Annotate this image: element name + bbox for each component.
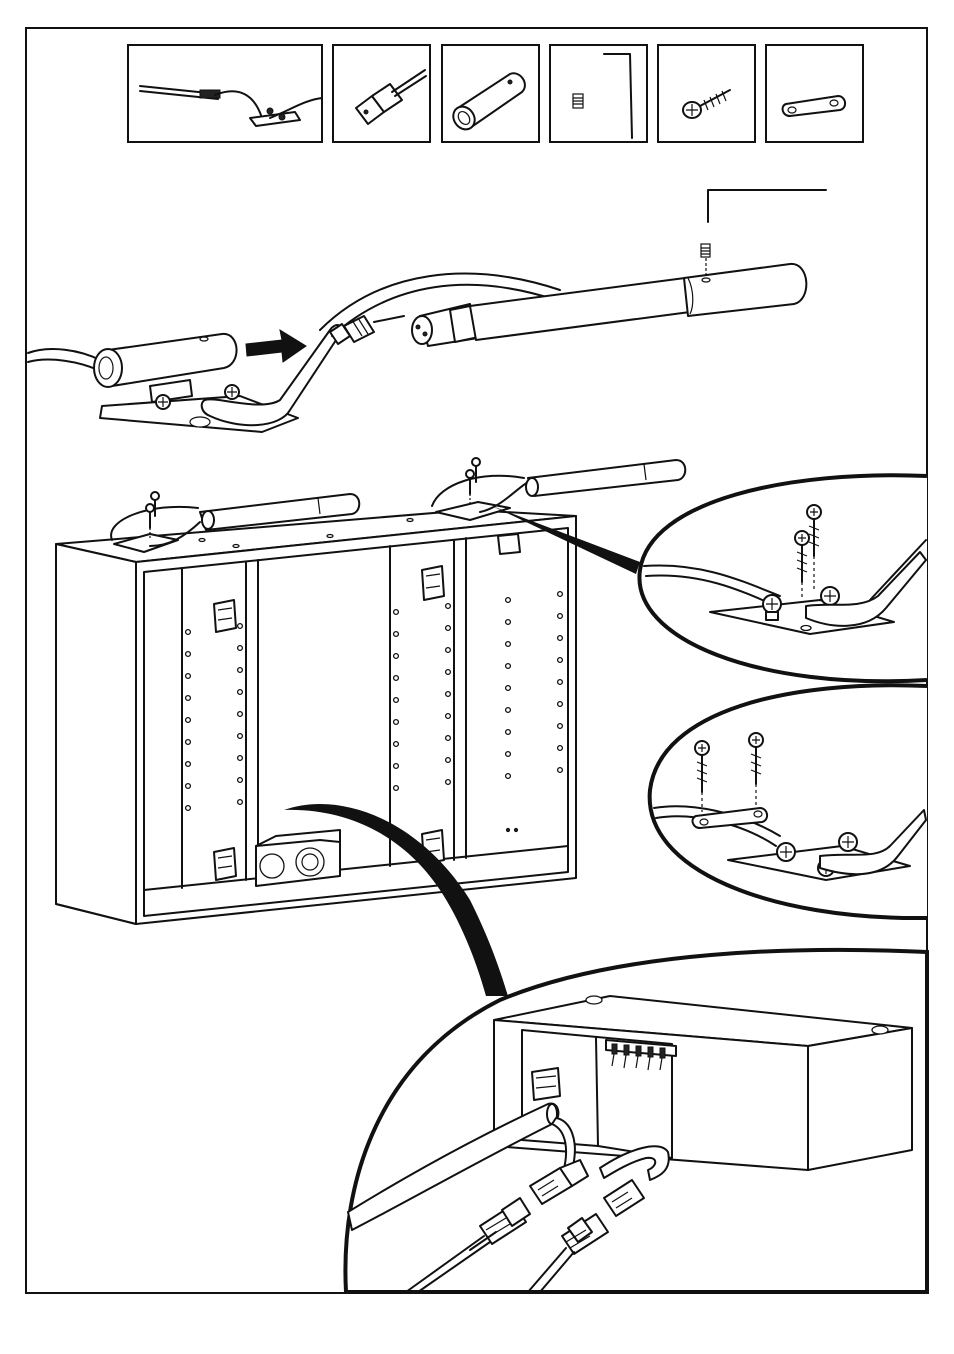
part-box-wood-screw — [657, 44, 756, 143]
mini-screws-right — [465, 457, 481, 506]
hinge-icons — [213, 565, 445, 881]
sleeve-tube-icon — [452, 72, 526, 131]
shelf-holes — [184, 590, 564, 833]
parts-strip — [127, 44, 864, 143]
lamp-assembly-step-icon — [27, 189, 827, 433]
part-box-sleeve — [441, 44, 540, 143]
socket-box-connector-detail-icon — [343, 947, 929, 1294]
mini-screws-left — [145, 491, 160, 540]
terminal-strip-icon — [605, 1039, 677, 1071]
screw-mount-detail-icon — [637, 473, 928, 684]
wood-screw-icon — [682, 89, 731, 119]
part-box-connector — [332, 44, 431, 143]
cabinet-overview-step-icon — [55, 457, 687, 925]
cable-clip-detail-icon — [647, 683, 928, 921]
part-box-grub-screw — [549, 44, 648, 143]
part-box-lamp-arm — [127, 44, 323, 143]
led-lamp-arm-icon — [139, 85, 323, 127]
socket-box-icon — [255, 829, 341, 887]
grub-screw-and-allen-key-icon — [572, 53, 633, 139]
part-box-cable-clip — [765, 44, 864, 143]
insert-arrow-icon — [245, 328, 307, 363]
lamp-plug-connector-icon — [355, 69, 427, 125]
cable-clip-bracket-icon — [781, 95, 846, 117]
